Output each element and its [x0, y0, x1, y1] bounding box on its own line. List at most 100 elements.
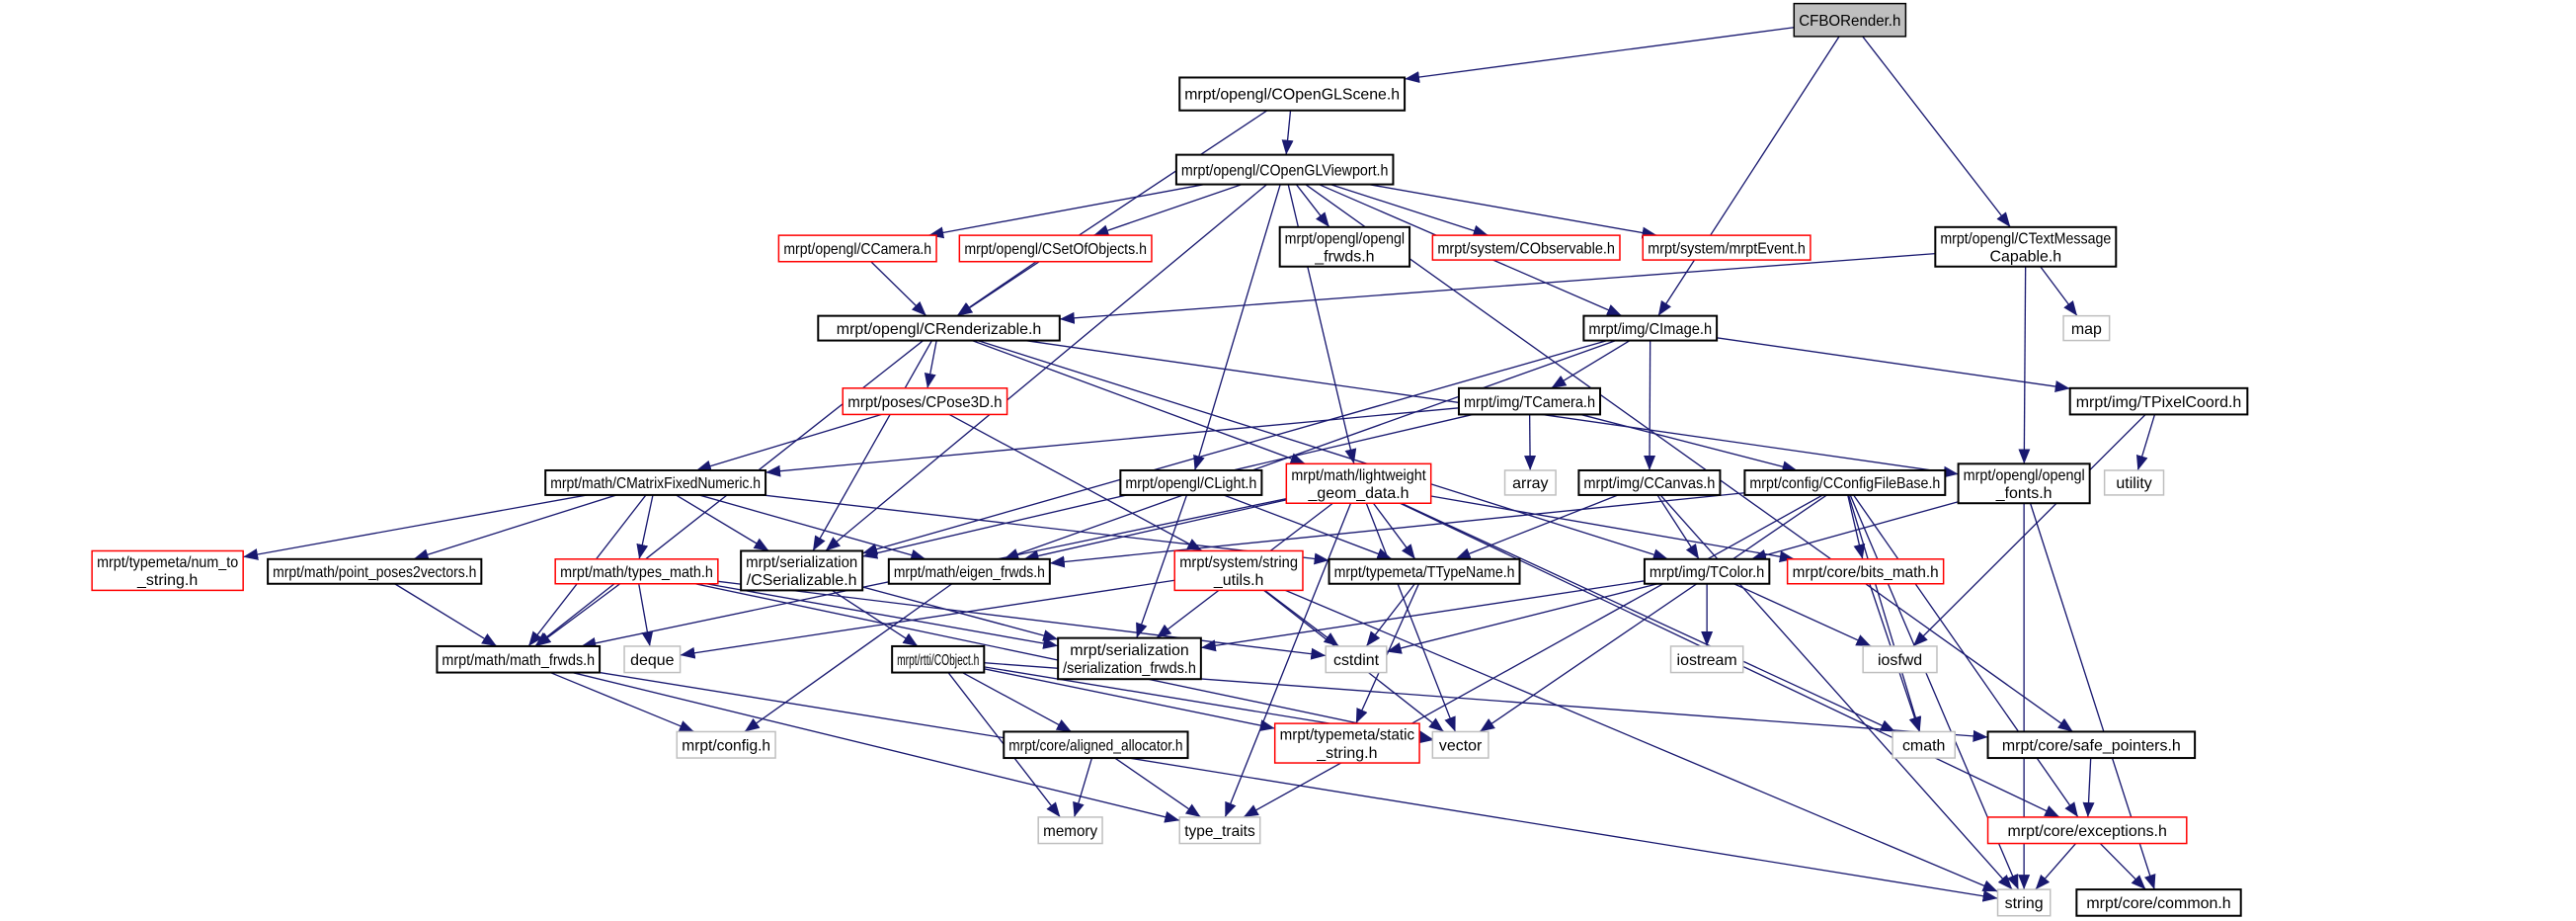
node-common[interactable]: mrpt/core/common.h: [2075, 888, 2242, 917]
edge-csetofobjects-to-crenderizable: [956, 261, 1037, 317]
node-ttypename[interactable]: mrpt/typemeta/TTypeName.h: [1328, 557, 1521, 585]
node-iosfwd[interactable]: iosfwd: [1862, 645, 1938, 674]
node-label: mrpt/typemeta/static: [1280, 727, 1414, 744]
node-openglscene[interactable]: mrpt/opengl/COpenGLScene.h: [1178, 76, 1407, 112]
node-viewport[interactable]: mrpt/opengl/COpenGLViewport.h: [1174, 153, 1395, 186]
edge-cmatrix-to-cserializable: [676, 494, 769, 552]
node-eigen_frwds[interactable]: mrpt/math/eigen_frwds.h: [887, 557, 1051, 585]
node-vector[interactable]: vector: [1431, 730, 1489, 759]
edge-cconfig-to-bits_math: [1847, 494, 1866, 559]
node-label: mrpt/opengl/CTextMessage: [1940, 230, 2111, 247]
node-box: [740, 549, 864, 592]
node-box: [1431, 730, 1489, 759]
node-cpose3d[interactable]: mrpt/poses/CPose3D.h: [842, 387, 1008, 416]
node-config[interactable]: mrpt/config.h: [676, 730, 776, 759]
edge-exceptions-to-string: [2035, 843, 2077, 890]
node-label: string: [2005, 895, 2044, 912]
node-type_traits[interactable]: type_traits: [1178, 816, 1261, 845]
node-array[interactable]: array: [1503, 469, 1557, 496]
node-mrptevent[interactable]: mrpt/system/mrptEvent.h: [1642, 234, 1811, 261]
node-num_to_string[interactable]: mrpt/typemeta/num_to_string.h: [91, 549, 244, 592]
node-box: [1986, 816, 2188, 845]
node-label: mrpt/core/bits_math.h: [1793, 564, 1939, 581]
node-map[interactable]: map: [2062, 314, 2111, 342]
node-cobservable[interactable]: mrpt/system/CObservable.h: [1431, 234, 1621, 261]
edge-cimage-to-tpixelcoord: [1717, 337, 2070, 393]
node-math_frwds[interactable]: mrpt/math/math_frwds.h: [436, 644, 602, 674]
node-lwgeom[interactable]: mrpt/math/lightweight_geom_data.h: [1285, 462, 1432, 504]
node-label: mrpt/system/mrptEvent.h: [1648, 240, 1806, 257]
edge-aligned_alloc-to-type_traits: [1114, 757, 1202, 818]
node-label: mrpt/system/string: [1179, 554, 1298, 571]
edge-ccanvas-to-tcolor: [1656, 494, 1700, 560]
node-label: memory: [1043, 823, 1097, 840]
node-aligned_alloc[interactable]: mrpt/core/aligned_allocator.h: [1003, 730, 1189, 760]
node-cfborender[interactable]: CFBORender.h: [1793, 2, 1907, 38]
node-string[interactable]: string: [1996, 888, 2052, 917]
node-utility[interactable]: utility: [2103, 469, 2165, 496]
node-static_string[interactable]: mrpt/typemeta/static_string.h: [1273, 722, 1420, 764]
nodes: CFBORender.h mrpt/opengl/COpenGLScene.h mr…: [91, 2, 2249, 917]
edge-cfborender-to-ctextmsg: [1862, 36, 2011, 228]
edge-tcamera-to-cconfig: [1579, 413, 1798, 473]
node-crenderizable[interactable]: mrpt/opengl/CRenderizable.h: [817, 314, 1061, 342]
node-box: [623, 645, 682, 674]
node-clight[interactable]: mrpt/opengl/CLight.h: [1119, 468, 1263, 496]
node-safe_pointers[interactable]: mrpt/core/safe_pointers.h: [1986, 730, 2197, 760]
edge-cmatrix-to-poses2vectors: [413, 494, 617, 560]
node-poses2vectors[interactable]: mrpt/math/point_poses2vectors.h: [267, 557, 483, 585]
edge-cmatrix-to-ttypename: [762, 494, 1329, 565]
node-cobject[interactable]: mrpt/rtti/CObject.h: [891, 644, 986, 674]
node-box: [1503, 469, 1557, 496]
node-label: mrpt/system/CObservable.h: [1437, 240, 1615, 257]
node-cconfig[interactable]: mrpt/config/CConfigFileBase.h: [1743, 468, 1947, 496]
edge-types_math-to-cstdint: [717, 580, 1327, 660]
node-label: mrpt/img/CCanvas.h: [1583, 475, 1715, 492]
node-box: [1996, 888, 2052, 917]
node-label: mrpt/math/types_math.h: [560, 564, 713, 581]
node-cmatrix[interactable]: mrpt/math/CMatrixFixedNumeric.h: [544, 468, 767, 496]
node-label: mrpt/math/point_poses2vectors.h: [273, 564, 476, 581]
node-memory[interactable]: memory: [1037, 816, 1103, 845]
node-box: [1173, 549, 1304, 592]
node-string_utils[interactable]: mrpt/system/string_utils.h: [1173, 549, 1304, 592]
edge-cmatrix-to-eigen_frwds: [698, 494, 926, 561]
node-iostream[interactable]: iostream: [1669, 645, 1744, 674]
node-box: [1328, 557, 1521, 585]
node-cimage[interactable]: mrpt/img/CImage.h: [1582, 314, 1719, 342]
node-ccamera[interactable]: mrpt/opengl/CCamera.h: [777, 234, 937, 263]
node-tcamera[interactable]: mrpt/img/TCamera.h: [1457, 386, 1602, 416]
node-box: [1325, 645, 1388, 674]
node-tpixelcoord[interactable]: mrpt/img/TPixelCoord.h: [2068, 386, 2249, 416]
edge-ttypename-to-cstdint: [1365, 583, 1415, 647]
node-box: [1582, 314, 1719, 342]
edge-tcolor-to-iosfwd: [1733, 583, 1872, 647]
node-label: deque: [630, 652, 674, 669]
node-bits_math[interactable]: mrpt/core/bits_math.h: [1786, 558, 1945, 585]
node-deque[interactable]: deque: [623, 645, 682, 674]
edge-viewport-to-csetofobjects: [1093, 183, 1243, 236]
node-cserializable[interactable]: mrpt/serialization/CSerializable.h: [740, 549, 864, 592]
node-box: [436, 644, 602, 674]
node-box: [887, 557, 1051, 585]
node-tcolor[interactable]: mrpt/img/TColor.h: [1643, 557, 1771, 585]
node-ser_frwds[interactable]: mrpt/serialization/serialization_frwds.h: [1057, 636, 1202, 681]
node-label: mrpt/config/CConfigFileBase.h: [1749, 475, 1940, 492]
edge-string_utils-to-deque: [680, 579, 1175, 659]
node-opengl_fonts[interactable]: mrpt/opengl/opengl_fonts.h: [1957, 462, 2091, 505]
node-label: array: [1512, 475, 1548, 492]
node-box: [1786, 558, 1945, 585]
node-csetofobjects[interactable]: mrpt/opengl/CSetOfObjects.h: [958, 234, 1153, 263]
node-ccanvas[interactable]: mrpt/img/CCanvas.h: [1577, 468, 1722, 496]
node-exceptions[interactable]: mrpt/core/exceptions.h: [1986, 816, 2188, 845]
node-cstdint[interactable]: cstdint: [1325, 645, 1388, 674]
node-opengl_frwds[interactable]: mrpt/opengl/opengl_frwds.h: [1278, 225, 1411, 268]
node-label: mrpt/math/math_frwds.h: [442, 652, 595, 669]
edge-openglscene-to-crenderizable: [957, 110, 1268, 317]
edge-aligned_alloc-to-memory: [1073, 757, 1093, 818]
node-types_math[interactable]: mrpt/math/types_math.h: [554, 558, 719, 585]
node-cmath[interactable]: cmath: [1892, 730, 1957, 759]
node-label: Capable.h: [1989, 249, 2061, 266]
node-label: mrpt/math/CMatrixFixedNumeric.h: [550, 475, 761, 492]
